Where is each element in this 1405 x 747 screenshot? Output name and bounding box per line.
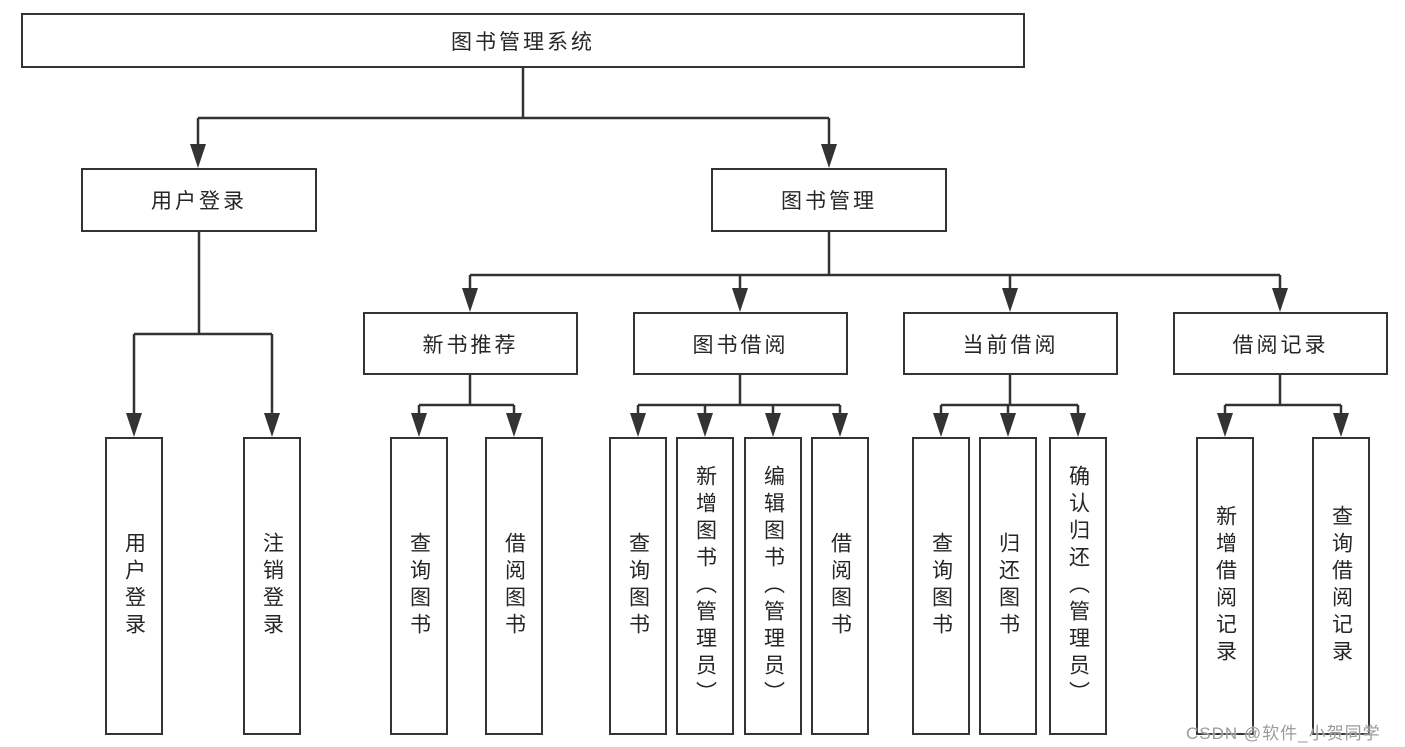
leaf-borrow-books: 借阅图书 [811, 437, 869, 735]
node-new-book-recommendation: 新书推荐 [363, 312, 578, 375]
leaf-query-borrow-record: 查询借阅记录 [1312, 437, 1370, 735]
leaf-query-books-borrowing: 查询图书 [609, 437, 667, 735]
leaf-query-books-current-label: 查询图书 [929, 532, 953, 640]
node-current-borrowing: 当前借阅 [903, 312, 1118, 375]
node-book-borrowing: 图书借阅 [633, 312, 848, 375]
leaf-edit-book-admin-label: 编辑图书（管理员） [761, 464, 785, 708]
leaf-query-books-recommend-label: 查询图书 [407, 532, 431, 640]
leaf-add-book-admin-label: 新增图书（管理员） [693, 464, 717, 708]
leaf-return-book-label: 归还图书 [996, 532, 1020, 640]
leaf-add-book-admin: 新增图书（管理员） [676, 437, 734, 735]
leaf-borrow-books-recommend-label: 借阅图书 [502, 532, 526, 640]
leaf-add-borrow-record: 新增借阅记录 [1196, 437, 1254, 735]
node-user-login-label: 用户登录 [151, 190, 247, 213]
leaf-borrow-books-label: 借阅图书 [828, 532, 852, 640]
node-borrowing-records-label: 借阅记录 [1232, 333, 1329, 357]
leaf-query-books-recommend: 查询图书 [390, 437, 448, 735]
leaf-add-borrow-record-label: 新增借阅记录 [1213, 505, 1237, 667]
leaf-query-books-borrowing-label: 查询图书 [626, 532, 650, 640]
node-root: 图书管理系统 [21, 13, 1025, 68]
leaf-user-login: 用户登录 [105, 437, 163, 735]
node-root-label: 图书管理系统 [451, 30, 595, 54]
leaf-confirm-return-admin-label: 确认归还（管理员） [1066, 464, 1090, 708]
node-book-borrowing-label: 图书借阅 [692, 333, 789, 357]
leaf-query-borrow-record-label: 查询借阅记录 [1329, 505, 1353, 667]
leaf-logout-label: 注销登录 [260, 532, 284, 640]
node-user-login: 用户登录 [81, 168, 317, 232]
node-book-management: 图书管理 [711, 168, 947, 232]
node-borrowing-records: 借阅记录 [1173, 312, 1388, 375]
csdn-watermark: CSDN @软件_小贺同学 [1186, 724, 1381, 743]
leaf-user-login-label: 用户登录 [122, 532, 146, 640]
leaf-confirm-return-admin: 确认归还（管理员） [1049, 437, 1107, 735]
node-new-book-recommendation-label: 新书推荐 [422, 333, 519, 357]
leaf-borrow-books-recommend: 借阅图书 [485, 437, 543, 735]
leaf-return-book: 归还图书 [979, 437, 1037, 735]
node-book-management-label: 图书管理 [781, 190, 877, 213]
leaf-query-books-current: 查询图书 [912, 437, 970, 735]
leaf-logout: 注销登录 [243, 437, 301, 735]
leaf-edit-book-admin: 编辑图书（管理员） [744, 437, 802, 735]
node-current-borrowing-label: 当前借阅 [962, 333, 1059, 357]
